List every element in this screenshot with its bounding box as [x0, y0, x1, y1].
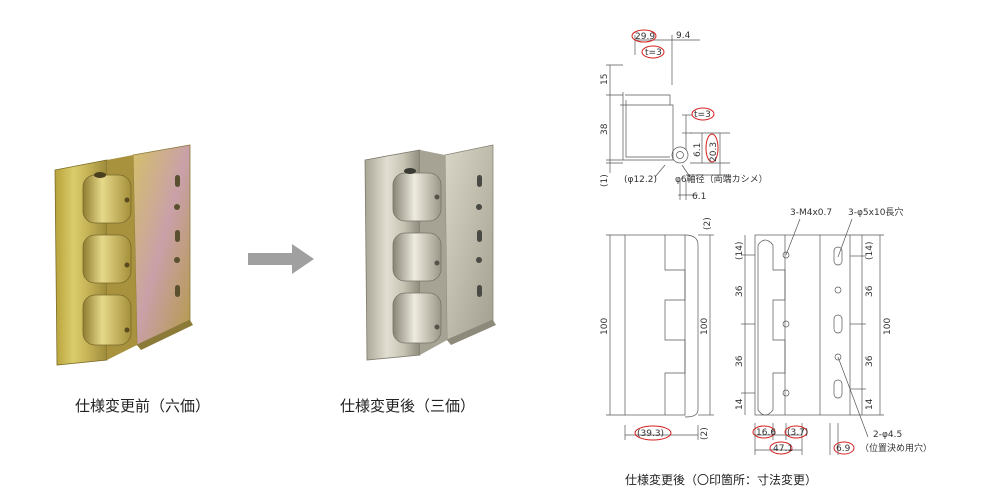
side-view-labels: 3-M4x0.7 3-φ5x10長穴 (14) (14) 36 36 100 3…: [735, 206, 932, 454]
dim-14-bottom-right: 14: [865, 398, 875, 410]
thickness-top: t=3: [645, 48, 662, 58]
after-caption: 仕様変更後（三価）: [340, 397, 476, 415]
dim-2-top: (2): [703, 217, 713, 230]
dim-12-2: (φ12.2): [624, 175, 657, 185]
dim-14-top-left: (14): [735, 242, 745, 260]
before-caption: 仕様変更前（六価）: [75, 397, 211, 415]
dim-36-b-left: 36: [735, 355, 745, 367]
dim-36-a-right: 36: [865, 285, 875, 297]
dim-100-left: 100: [600, 318, 610, 335]
dim-100-right: 100: [700, 318, 710, 335]
dim-6-1-a: 6.1: [693, 143, 703, 157]
arrow-right-icon: [248, 244, 314, 274]
dim-16-6: 16.6: [756, 428, 776, 438]
profile-outline: [620, 92, 674, 161]
screw-label: 3-M4x0.7: [790, 208, 832, 218]
dim-47-1: 47.1: [773, 444, 793, 454]
hole-label: 2-φ4.5: [873, 430, 902, 440]
dim-36-b-right: 36: [865, 355, 875, 367]
dim-6-9: 6.9: [836, 444, 851, 454]
dim-20-3: 20.3: [709, 142, 719, 162]
dim-36-a-left: 36: [735, 285, 745, 297]
technical-drawing: 29.9 9.4 t=3 t=3 15 38 (1) 6.1 20.3 (φ12…: [600, 29, 932, 455]
dim-29-9: 29.9: [635, 32, 655, 42]
drawing-caption: 仕様変更後（〇印箇所：寸法変更）: [625, 473, 818, 487]
dim-39-3: (39.3): [637, 429, 664, 439]
dim-38: 38: [600, 123, 610, 135]
dim-14-top-right: (14): [865, 242, 875, 260]
top-view-labels: 29.9 9.4 t=3 t=3 15 38 (1) 6.1 20.3 (φ12…: [600, 31, 768, 202]
hinge-photo-before: [54, 144, 193, 366]
dim-15: 15: [600, 74, 610, 85]
front-view-labels: (2) 100 100 (39.3) (2): [600, 217, 713, 440]
thickness-side: t=3: [694, 110, 711, 120]
dim-14-bottom-left: 14: [735, 398, 745, 410]
dim-2-bottom: (2): [700, 427, 710, 440]
hole-note: （位置決め用穴）: [860, 442, 932, 454]
dim-6-1-b: 6.1: [692, 192, 706, 202]
axis-note: φ6軸径（両端カシメ）: [675, 173, 768, 185]
hinge-photo-after: [364, 144, 496, 361]
dim-9-4: 9.4: [676, 31, 691, 41]
dim-1: (1): [600, 174, 610, 187]
dim-100-side: 100: [883, 318, 893, 335]
slot-label: 3-φ5x10長穴: [848, 206, 903, 218]
dim-3-7: (3.7): [787, 428, 808, 438]
